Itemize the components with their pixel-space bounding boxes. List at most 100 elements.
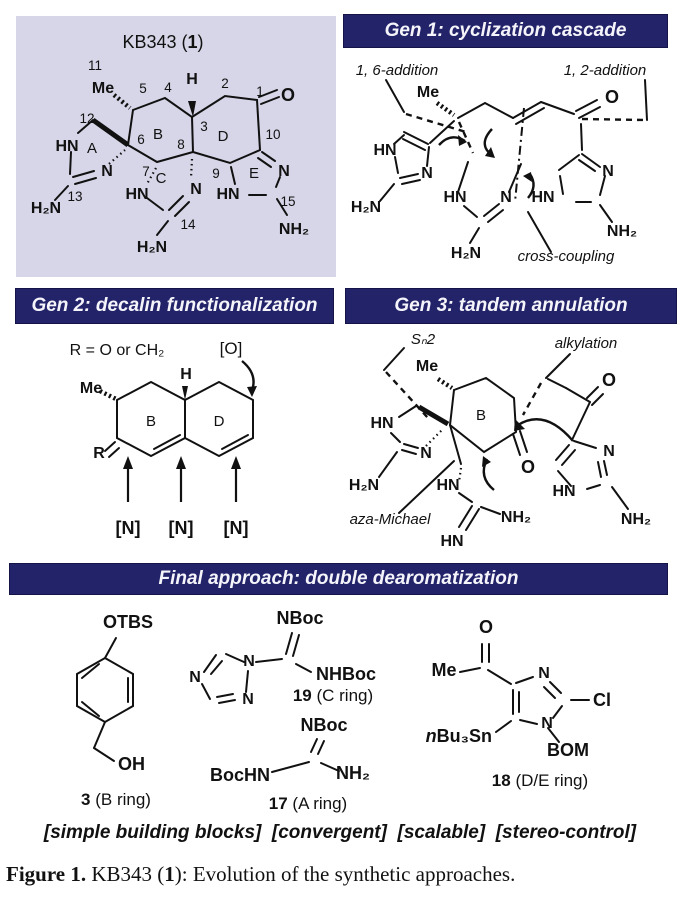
kb343-title: KB343 (1) — [122, 32, 203, 52]
gen3-h2n-a-label: H₂N — [349, 477, 379, 494]
n-e-label: N — [278, 163, 290, 180]
figure-caption-compound: 1 — [164, 862, 175, 886]
gen1-bonds — [379, 79, 648, 253]
atom-number-4: 4 — [164, 80, 172, 95]
gen1-curved-arrows — [438, 128, 535, 199]
kb343-stereo-bonds — [91, 93, 196, 185]
ring-label-a: A — [87, 140, 97, 157]
kb343-bonds — [54, 89, 288, 236]
figure-caption-pre: KB343 ( — [86, 862, 165, 886]
compound19-bonds — [201, 632, 312, 704]
nitrogen-insertion-arrows — [123, 456, 241, 502]
gen1-h2n-mid-label: H₂N — [451, 245, 481, 262]
hn-e-label: HN — [216, 186, 239, 203]
figure-caption-number: Figure 1. — [6, 862, 87, 886]
gen2-r-label: R — [93, 445, 105, 462]
addition-1-6-label: 1, 6-addition — [356, 62, 439, 79]
nitrogen-source-label-2: [N] — [169, 518, 194, 538]
methyl-label: Me — [92, 80, 114, 97]
compound18-bonds — [459, 643, 590, 743]
gen1-n-mid-label: N — [500, 189, 512, 206]
h2n-c-label: H₂N — [137, 239, 167, 256]
strategy-tags: [simple building blocks] [convergent] [s… — [43, 822, 637, 843]
compound17-label: 17 (A ring) — [269, 794, 347, 813]
gen3-header: Gen 3: tandem annulation — [345, 288, 677, 324]
ring-label-e: E — [249, 165, 259, 182]
gen1-h2n-left-label: H₂N — [351, 199, 381, 216]
me-18-label: Me — [431, 660, 456, 680]
ring-label-b: B — [153, 126, 163, 143]
hydrogen-label: H — [186, 71, 198, 88]
triazole-n1-label: N — [243, 653, 255, 670]
figure-caption: Figure 1. KB343 (1): Evolution of the sy… — [6, 862, 676, 887]
gen3-hn-mid-label: HN — [436, 477, 459, 494]
gen2-ring-d-label: D — [214, 413, 225, 430]
bom-label: BOM — [547, 740, 589, 760]
hn-c-label: HN — [125, 186, 148, 203]
compound19-label: 19 (C ring) — [293, 686, 373, 705]
figure-caption-text: ): Evolution of the synthetic approaches… — [174, 862, 516, 886]
ring-label-c: C — [156, 170, 167, 187]
otbs-label: OTBS — [103, 612, 153, 632]
ketone-oxygen-label: O — [281, 85, 295, 105]
nitrogen-source-label-3: [N] — [224, 518, 249, 538]
gen1-arrowheads — [458, 135, 532, 182]
gen3-hn-a-label: HN — [370, 415, 393, 432]
atom-number-12: 12 — [79, 111, 94, 126]
gen3-oxygen-ring-label: O — [521, 457, 535, 477]
gen3-arrowheads — [482, 419, 525, 467]
kb343-panel: KB343 (1) 11 5 4 2 1 12 6 3 10 7 8 9 13 … — [16, 16, 336, 277]
gen1-methyl-label: Me — [417, 84, 439, 101]
nboc17-label: NBoc — [300, 715, 347, 735]
nboc19-label: NBoc — [276, 608, 323, 628]
atom-number-14: 14 — [180, 217, 196, 232]
nitrogen-source-label-1: [N] — [116, 518, 141, 538]
gen3-ring-b-label: B — [476, 407, 486, 424]
n-c-label: N — [190, 181, 202, 198]
nh2-17-label: NH₂ — [336, 763, 370, 783]
imidazole-n3-label: N — [538, 665, 550, 682]
ketone-o-18-label: O — [479, 617, 493, 637]
cross-coupling-label: cross-coupling — [518, 248, 615, 265]
atom-number-7: 7 — [142, 164, 150, 179]
h2n-a-label: H₂N — [31, 200, 61, 217]
atom-number-1: 1 — [256, 84, 264, 99]
compound17-bonds — [271, 738, 340, 773]
gen2-methyl-label: Me — [80, 380, 102, 397]
atom-number-9: 9 — [212, 166, 220, 181]
gen2-structure: R = O or CH₂ [O] H Me B D R [N] [N] [N] — [70, 339, 257, 538]
gen3-n-a-label: N — [420, 445, 432, 462]
gen1-n-left-label: N — [421, 165, 433, 182]
compound3-label: 3 (B ring) — [81, 790, 151, 809]
imidazole-n1-label: N — [541, 715, 553, 732]
triazole-n4-label: N — [189, 669, 201, 686]
oxidation-arrowhead — [247, 386, 257, 397]
sn2-label: Sₙ2 — [411, 331, 436, 348]
oxidant-label: [O] — [220, 339, 243, 358]
gen1-hn-mid-label: HN — [443, 189, 466, 206]
gen3-structure: Sₙ2 alkylation Me O B HN N H₂N HN O aza-… — [349, 331, 651, 550]
atom-number-8: 8 — [177, 137, 185, 152]
atom-number-10: 10 — [265, 127, 280, 142]
gen1-header: Gen 1: cyclization cascade — [343, 14, 668, 48]
bochn-label: BocHN — [210, 765, 270, 785]
gen3-hn-bottom-label: HN — [440, 533, 463, 550]
atom-number-3: 3 — [200, 119, 208, 134]
atom-number-6: 6 — [137, 132, 145, 147]
atom-number-5: 5 — [139, 81, 147, 96]
kb343-structure: KB343 (1) 11 5 4 2 1 12 6 3 10 7 8 9 13 … — [31, 32, 309, 256]
r-definition-label: R = O or CH₂ — [70, 342, 165, 359]
gen1-hn-left-label: HN — [373, 142, 396, 159]
gen2-header: Gen 2: decalin functionalization — [15, 288, 334, 324]
gen3-n-right-label: N — [603, 443, 615, 460]
gen1-disconnection-lines — [405, 101, 646, 203]
gen3-hn-right-label: HN — [552, 483, 575, 500]
hn-a-label: HN — [55, 138, 78, 155]
gen2-hydrogen-label: H — [180, 366, 192, 383]
gen3-methyl-label: Me — [416, 358, 438, 375]
gen1-header-label: Gen 1: cyclization cascade — [384, 20, 627, 41]
nh2-e-label: NH₂ — [279, 221, 309, 238]
gen1-n-right-label: N — [602, 163, 614, 180]
gen1-structure: 1, 6-addition 1, 2-addition Me O HN N H₂… — [351, 62, 648, 265]
